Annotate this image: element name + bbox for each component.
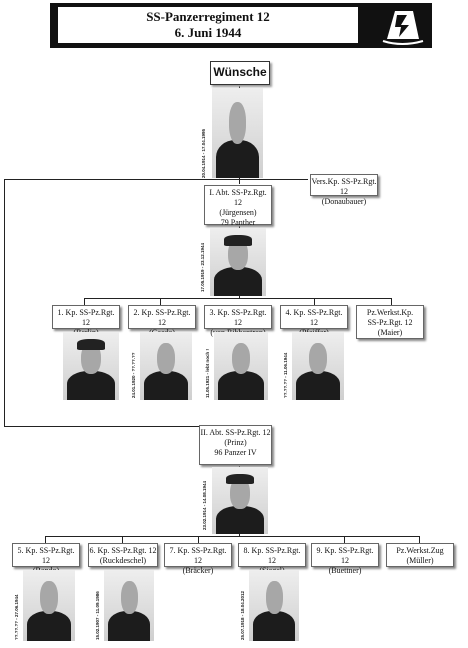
connector <box>160 298 161 305</box>
connector <box>84 298 392 299</box>
connector <box>314 298 315 305</box>
workshop-platoon-box: Pz.Werkst.Zug (Müller) <box>386 543 454 567</box>
company3-dates: 11.05.1921 - lebt noch ! <box>205 348 210 398</box>
company8-dates: 25.07.1918 - 18.04.2012 <box>240 590 245 640</box>
header-banner: SS-Panzerregiment 12 6. Juni 1944 <box>50 3 432 48</box>
connector <box>198 536 199 543</box>
company6-line1: 6. Kp. SS-Pz.Rgt. 12 <box>89 546 157 555</box>
company6-box: 6. Kp. SS-Pz.Rgt. 12 (Ruckdeschel) <box>88 543 158 567</box>
battalion2-box: II. Abt. SS-Pz.Rgt. 12 (Prinz) 96 Panzer… <box>199 425 272 465</box>
battalion1-photo <box>210 228 266 296</box>
company5-line1: 5. Kp. SS-Pz.Rgt. 12 <box>17 546 75 565</box>
header-title-box: SS-Panzerregiment 12 6. Juni 1944 <box>58 7 358 43</box>
commander-photo <box>212 88 263 178</box>
workshop-platoon-line1: Pz.Werkst.Zug <box>396 546 444 555</box>
company3-photo <box>214 332 268 400</box>
company3-box: 3. Kp. SS-Pz.Rgt. 12 (von Ribbentrop) <box>204 305 272 337</box>
company7-line2: (Bräcker) <box>182 566 214 575</box>
workshop-platoon-line2: (Müller) <box>406 556 434 565</box>
company4-box: 4. Kp. SS-Pz.Rgt. 12 (Pfeiffer) <box>280 305 348 337</box>
company3-line1: 3. Kp. SS-Pz.Rgt. 12 <box>209 308 267 327</box>
company1-line1: 1. Kp. SS-Pz.Rgt. 12 <box>57 308 115 327</box>
battalion2-photo <box>212 467 268 534</box>
company6-line2: (Ruckdeschel) <box>99 556 147 565</box>
connector <box>4 179 5 427</box>
staff-line1: Vers.Kp. SS-Pz.Rgt. 12 <box>311 177 377 196</box>
connector <box>84 298 85 305</box>
company9-line2: (Buettner) <box>328 566 362 575</box>
connector <box>419 536 420 543</box>
company8-photo <box>249 570 299 641</box>
connector <box>122 536 123 543</box>
connector <box>45 536 46 543</box>
battalion1-line3: 79 Panther <box>220 218 256 227</box>
company4-line1: 4. Kp. SS-Pz.Rgt. 12 <box>285 308 343 327</box>
commander-dates: 20.04.1914 - 17.04.1995 <box>201 128 206 178</box>
company4-dates: ??.??.?? - 11.06.1944 <box>283 352 288 398</box>
workshop-company-line3: (Maier) <box>377 328 403 337</box>
company9-box: 9. Kp. SS-Pz.Rgt. 12 (Buettner) <box>311 543 379 575</box>
staff-line2: (Donaubauer) <box>321 197 367 206</box>
workshop-company-line2: SS-Pz.Rgt. 12 <box>367 318 413 327</box>
commander-box: Wünsche <box>210 61 270 85</box>
company5-photo <box>23 570 75 641</box>
company6-dates: 15.02.1907 - 11.09.1986 <box>95 591 100 640</box>
staff-company-box: Vers.Kp. SS-Pz.Rgt. 12 (Donaubauer) <box>310 174 378 206</box>
division-emblem-icon <box>373 3 432 48</box>
company6-photo <box>104 570 154 641</box>
company9-line1: 9. Kp. SS-Pz.Rgt. 12 <box>316 546 374 565</box>
battalion2-line2: (Prinz) <box>224 438 247 447</box>
company5-dates: ??.??.?? - 27.06.1944 <box>14 594 19 640</box>
connector <box>391 298 392 305</box>
workshop-company-line1: Pz.Werkst.Kp. <box>366 308 414 317</box>
company2-dates: 24.01.1920 - ??.??.?? <box>131 352 136 398</box>
company8-box: 8. Kp. SS-Pz.Rgt. 12 (Siegel) <box>238 543 306 575</box>
company2-line1: 2. Kp. SS-Pz.Rgt. 12 <box>133 308 191 327</box>
battalion1-box: I. Abt. SS-Pz.Rgt. 12 (Jürgensen) 79 Pan… <box>204 185 272 227</box>
company4-photo <box>292 332 344 400</box>
company2-box: 2. Kp. SS-Pz.Rgt. 12 (Gaede) <box>128 305 196 337</box>
company2-photo <box>140 332 192 400</box>
connector <box>4 179 308 180</box>
connector <box>4 426 199 427</box>
connector <box>45 536 420 537</box>
company5-box: 5. Kp. SS-Pz.Rgt. 12 (Bando) <box>12 543 80 575</box>
battalion1-dates: 17.05.1919 - 23.12.1944 <box>200 242 205 292</box>
battalion1-line2: (Jürgensen) <box>219 208 257 217</box>
header-subtitle: 6. Juni 1944 <box>174 25 242 40</box>
company7-line1: 7. Kp. SS-Pz.Rgt. 12 <box>169 546 227 565</box>
battalion2-line1: II. Abt. SS-Pz.Rgt. 12 <box>200 428 271 437</box>
battalion2-line3: 96 Panzer IV <box>214 448 257 457</box>
header-title: SS-Panzerregiment 12 <box>146 9 270 24</box>
battalion1-line1: I. Abt. SS-Pz.Rgt. 12 <box>209 188 267 207</box>
connector <box>344 536 345 543</box>
battalion2-dates: 23.02.1914 - 14.08.1944 <box>202 480 207 530</box>
workshop-company-box: Pz.Werkst.Kp. SS-Pz.Rgt. 12 (Maier) <box>356 305 424 339</box>
company8-line1: 8. Kp. SS-Pz.Rgt. 12 <box>243 546 301 565</box>
company1-photo <box>63 332 119 400</box>
company1-box: 1. Kp. SS-Pz.Rgt. 12 (Berlin) <box>52 305 120 337</box>
company7-box: 7. Kp. SS-Pz.Rgt. 12 (Bräcker) <box>164 543 232 575</box>
